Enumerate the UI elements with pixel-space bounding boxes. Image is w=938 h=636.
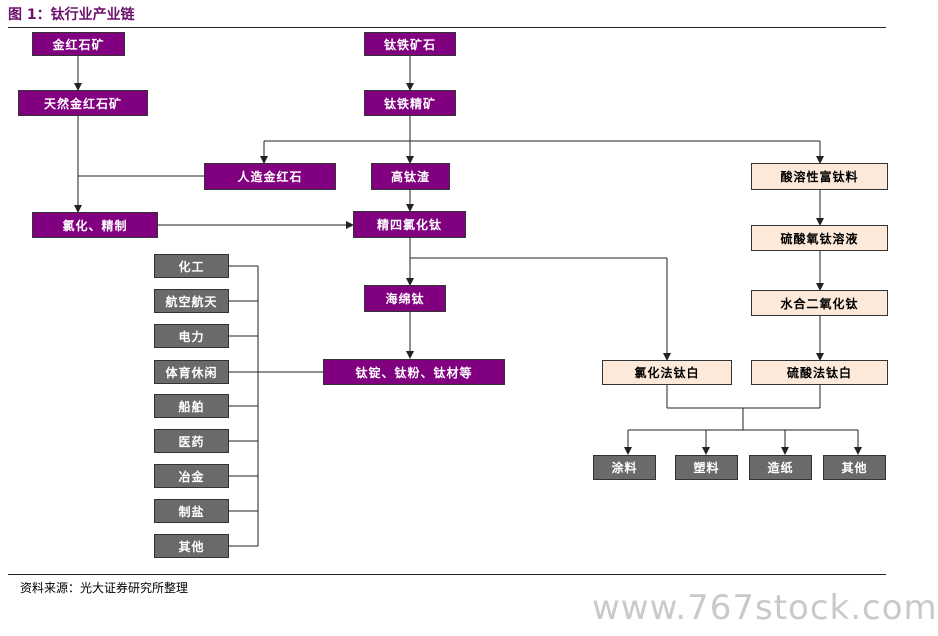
use-papermaking: 造纸 <box>749 455 812 480</box>
app-medical: 医药 <box>154 429 229 453</box>
node-refined-ticl4: 精四氯化钛 <box>353 211 466 238</box>
use-plastics: 塑料 <box>675 455 738 480</box>
node-acid-soluble-slag: 酸溶性富钛料 <box>751 163 888 190</box>
app-shipbuilding: 船舶 <box>154 394 229 418</box>
node-titanyl-sulfate-solution: 硫酸氧钛溶液 <box>751 225 888 251</box>
node-ilmenite-concentrate: 钛铁精矿 <box>364 90 456 116</box>
source-note: 资料来源：光大证券研究所整理 <box>20 581 189 595</box>
figure-title: 图 1：钛行业产业链 <box>8 7 135 23</box>
node-rutile-ore: 金红石矿 <box>32 32 125 56</box>
app-salt-making: 制盐 <box>154 499 229 523</box>
node-high-ti-slag: 高钛渣 <box>371 163 450 190</box>
node-sponge-titanium: 海绵钛 <box>364 285 446 312</box>
app-power: 电力 <box>154 324 229 348</box>
node-chloride-tio2: 氯化法钛白 <box>602 360 732 385</box>
connector-lines <box>74 56 862 547</box>
app-other: 其他 <box>154 534 229 558</box>
node-ilmenite-ore: 钛铁矿石 <box>364 32 456 56</box>
node-synthetic-rutile: 人造金红石 <box>204 163 336 190</box>
watermark: www.767stock.com <box>592 588 938 628</box>
app-sports-leisure: 体育休闲 <box>154 360 229 384</box>
use-other: 其他 <box>823 455 886 480</box>
app-aerospace: 航空航天 <box>154 289 229 313</box>
app-metallurgy: 冶金 <box>154 464 229 488</box>
node-natural-rutile: 天然金红石矿 <box>18 90 148 116</box>
node-chlorination-refining: 氯化、精制 <box>32 212 158 238</box>
node-hydrated-tio2: 水合二氧化钛 <box>751 290 888 316</box>
app-chemical: 化工 <box>154 254 229 278</box>
footer-rule <box>8 574 886 575</box>
node-ti-products: 钛锭、钛粉、钛材等 <box>323 359 505 385</box>
node-sulfate-tio2: 硫酸法钛白 <box>751 360 888 385</box>
use-coatings: 涂料 <box>593 455 656 480</box>
title-rule <box>8 27 886 28</box>
